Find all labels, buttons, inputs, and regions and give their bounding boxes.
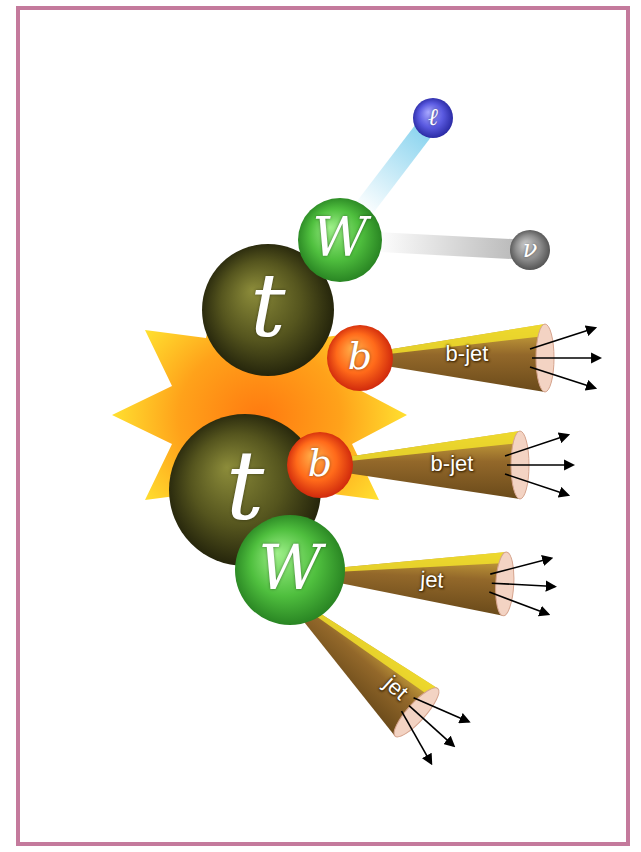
jet-cone xyxy=(380,324,600,392)
jet-label: b-jet xyxy=(446,343,489,365)
particle-circle: b xyxy=(327,325,393,391)
particle-circle: b xyxy=(287,432,353,498)
jet-label-box: b-jet xyxy=(442,340,493,368)
jet-cone xyxy=(333,543,556,618)
particle-symbol: ℓ xyxy=(428,105,438,129)
particle-symbol: W xyxy=(258,537,322,599)
frame xyxy=(18,8,628,844)
particle-symbol: t xyxy=(226,438,265,534)
decay-tube xyxy=(376,242,520,250)
particle-symbol: b xyxy=(308,444,332,482)
jet-label: b-jet xyxy=(431,453,474,475)
particle-circle: W xyxy=(235,515,345,625)
particle-symbol: t xyxy=(250,262,285,350)
particle-circle: ℓ xyxy=(413,98,453,138)
jet-label-box: b-jet xyxy=(427,450,478,478)
particle-symbol: W xyxy=(312,211,368,265)
particle-symbol: b xyxy=(348,337,372,375)
jet-label: jet xyxy=(420,568,444,591)
jet-label-box: jet xyxy=(415,565,448,595)
decay-tube xyxy=(362,126,427,212)
jet-label: jet xyxy=(380,672,412,704)
jet-label-box: jet xyxy=(375,667,418,709)
particle-circle: ν xyxy=(510,230,550,270)
particle-circle: W xyxy=(298,198,382,282)
jet-cone xyxy=(340,431,573,499)
particle-symbol: ν xyxy=(523,237,538,261)
